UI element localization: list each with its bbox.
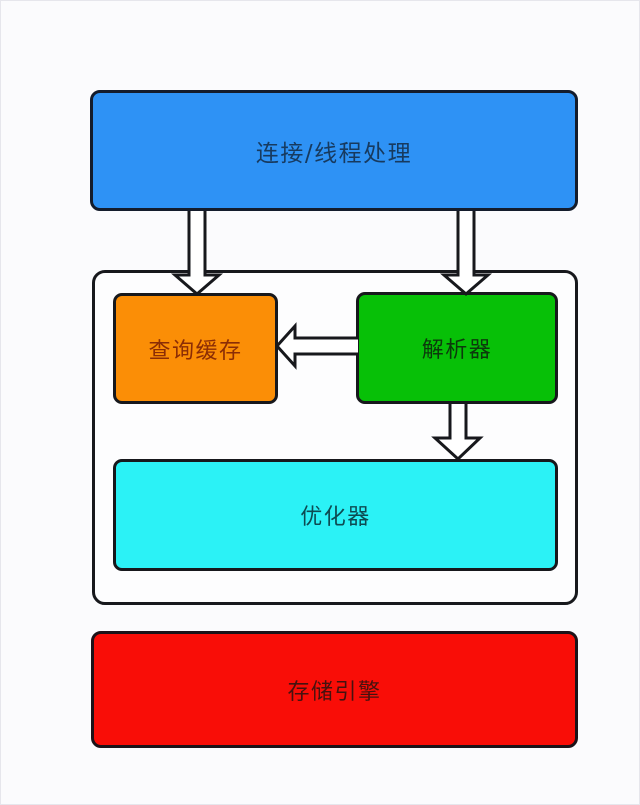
node-connection-label: 连接/线程处理 [255,140,413,167]
node-query-cache: 查询缓存 [113,293,278,404]
node-query-cache-label: 查询缓存 [148,338,243,364]
node-optimizer-label: 优化器 [300,505,371,530]
node-storage-engine-label: 存储引擎 [287,679,382,705]
node-connection-thread-handling: 连接/线程处理 [90,90,578,211]
node-parser-label: 解析器 [421,338,493,363]
node-storage-engine: 存储引擎 [91,631,578,748]
node-parser: 解析器 [356,292,558,404]
node-optimizer: 优化器 [113,459,558,571]
